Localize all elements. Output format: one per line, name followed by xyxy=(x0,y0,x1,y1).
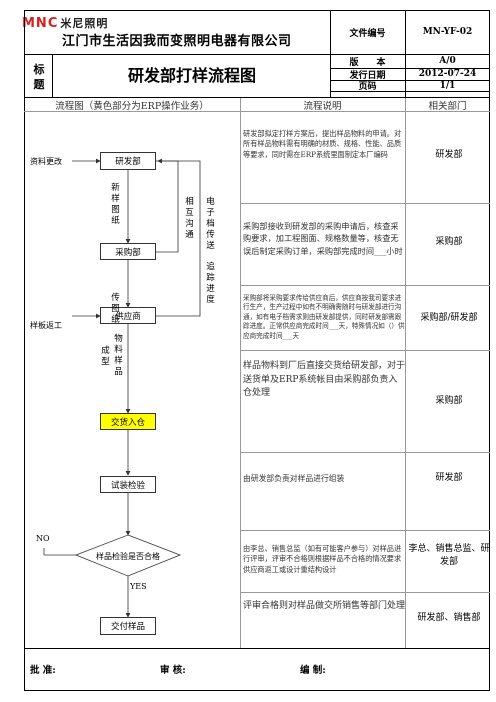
vtext-email-transfer: 电子档传送 xyxy=(206,197,215,251)
dept-row-5: 研发部 xyxy=(435,473,463,483)
document-title: 研发部打样流程图 xyxy=(127,66,256,85)
deliver-sample-box: 交付样品 xyxy=(100,617,156,635)
vtext-mutual-communication: 相互沟通 xyxy=(185,197,194,240)
vtext-send-drawing: 传图纸 xyxy=(111,293,120,325)
page-label: 页码 xyxy=(358,82,377,92)
review-label: 审 核: xyxy=(160,665,186,676)
version-value: A/0 xyxy=(439,56,456,66)
desc-row-3: 采购部将采购要求传给供应商后，供应商按我司要求进行生产，生产过程中如有不明确需随… xyxy=(243,294,405,340)
col-dept-header: 相关部门 xyxy=(428,100,467,112)
decision-diamond xyxy=(74,534,182,577)
delivery-warehouse-box: 交货入仓 xyxy=(100,413,156,430)
dept-row-1: 研发部 xyxy=(435,150,463,160)
dept-row-6: 李总、销售总监、研发部 xyxy=(408,544,490,567)
date-value: 2012-07-24 xyxy=(418,69,477,79)
dept-row-7: 研发部、销售部 xyxy=(417,613,481,623)
desc-row-2: 采购部接收到研发部的采购申请后，核查采购要求，加工程图面、规格数量等，核查无误后… xyxy=(243,221,403,256)
rd-box: 研发部 xyxy=(100,152,156,170)
page-value: 1/1 xyxy=(439,80,456,91)
vtext-new-drawing: 新样图纸 xyxy=(111,183,120,226)
label-yes: YES xyxy=(130,582,147,591)
col-desc-header: 流程说明 xyxy=(303,100,342,112)
vtext-track-progress: 追踪进度 xyxy=(206,262,215,305)
vtext-formed: 成型 xyxy=(101,346,110,367)
decision-label: 样品检验是否合格 xyxy=(96,551,160,561)
dept-row-4: 采购部 xyxy=(435,396,463,406)
doc-no-value: MN-YF-02 xyxy=(422,27,473,37)
purchase-box: 采购部 xyxy=(100,243,156,260)
frame-bottom xyxy=(24,690,490,691)
supplier-box: 供应商 xyxy=(100,307,156,324)
dept-row-2: 采购部 xyxy=(435,237,463,247)
col-flow-header: 流程图（黄色部分为ERP操作业务） xyxy=(55,100,209,112)
label-data-change: 资料更改 xyxy=(30,157,62,166)
desc-row-6: 由李总、销售总监（如有可能客户参与）对样品进行评审，评审不合格则根据样品不合格的… xyxy=(243,544,402,574)
date-label: 发行日期 xyxy=(349,70,386,81)
version-label: 版 本 xyxy=(349,57,386,68)
biaoti-label: 标 题 xyxy=(33,63,45,91)
header-rule xyxy=(24,54,490,55)
doc-no-label: 文件编号 xyxy=(349,28,386,39)
label-no: NO xyxy=(36,534,50,543)
approve-label: 批 准: xyxy=(30,665,56,676)
desc-row-5: 由研发部负责对样品进行组装 xyxy=(243,474,345,483)
dept-row-3: 采购部/研发部 xyxy=(420,313,478,323)
desc-row-4: 样品物料到厂后直接交货给研发部，对于送货单及ERP系统帐目由采购部负责入仓处理 xyxy=(243,361,406,398)
vtext-material-sample: 物料样品 xyxy=(114,334,123,377)
prepare-label: 编 制: xyxy=(300,665,326,676)
desc-row-1: 研发部拟定打样方案后，提出样品物料的申请。对所有样品物料需有明确的材质、规格、性… xyxy=(243,129,402,159)
company-name: 江门市生活因我而变照明电器有限公司 xyxy=(62,34,292,49)
frame-top xyxy=(24,10,490,11)
label-sample-rework: 样板返工 xyxy=(30,321,62,330)
trial-inspection-box: 试装检验 xyxy=(100,476,156,493)
frame-left xyxy=(24,10,25,691)
desc-row-7: 评审合格则对样品做交所销售等部门处理 xyxy=(243,601,406,611)
